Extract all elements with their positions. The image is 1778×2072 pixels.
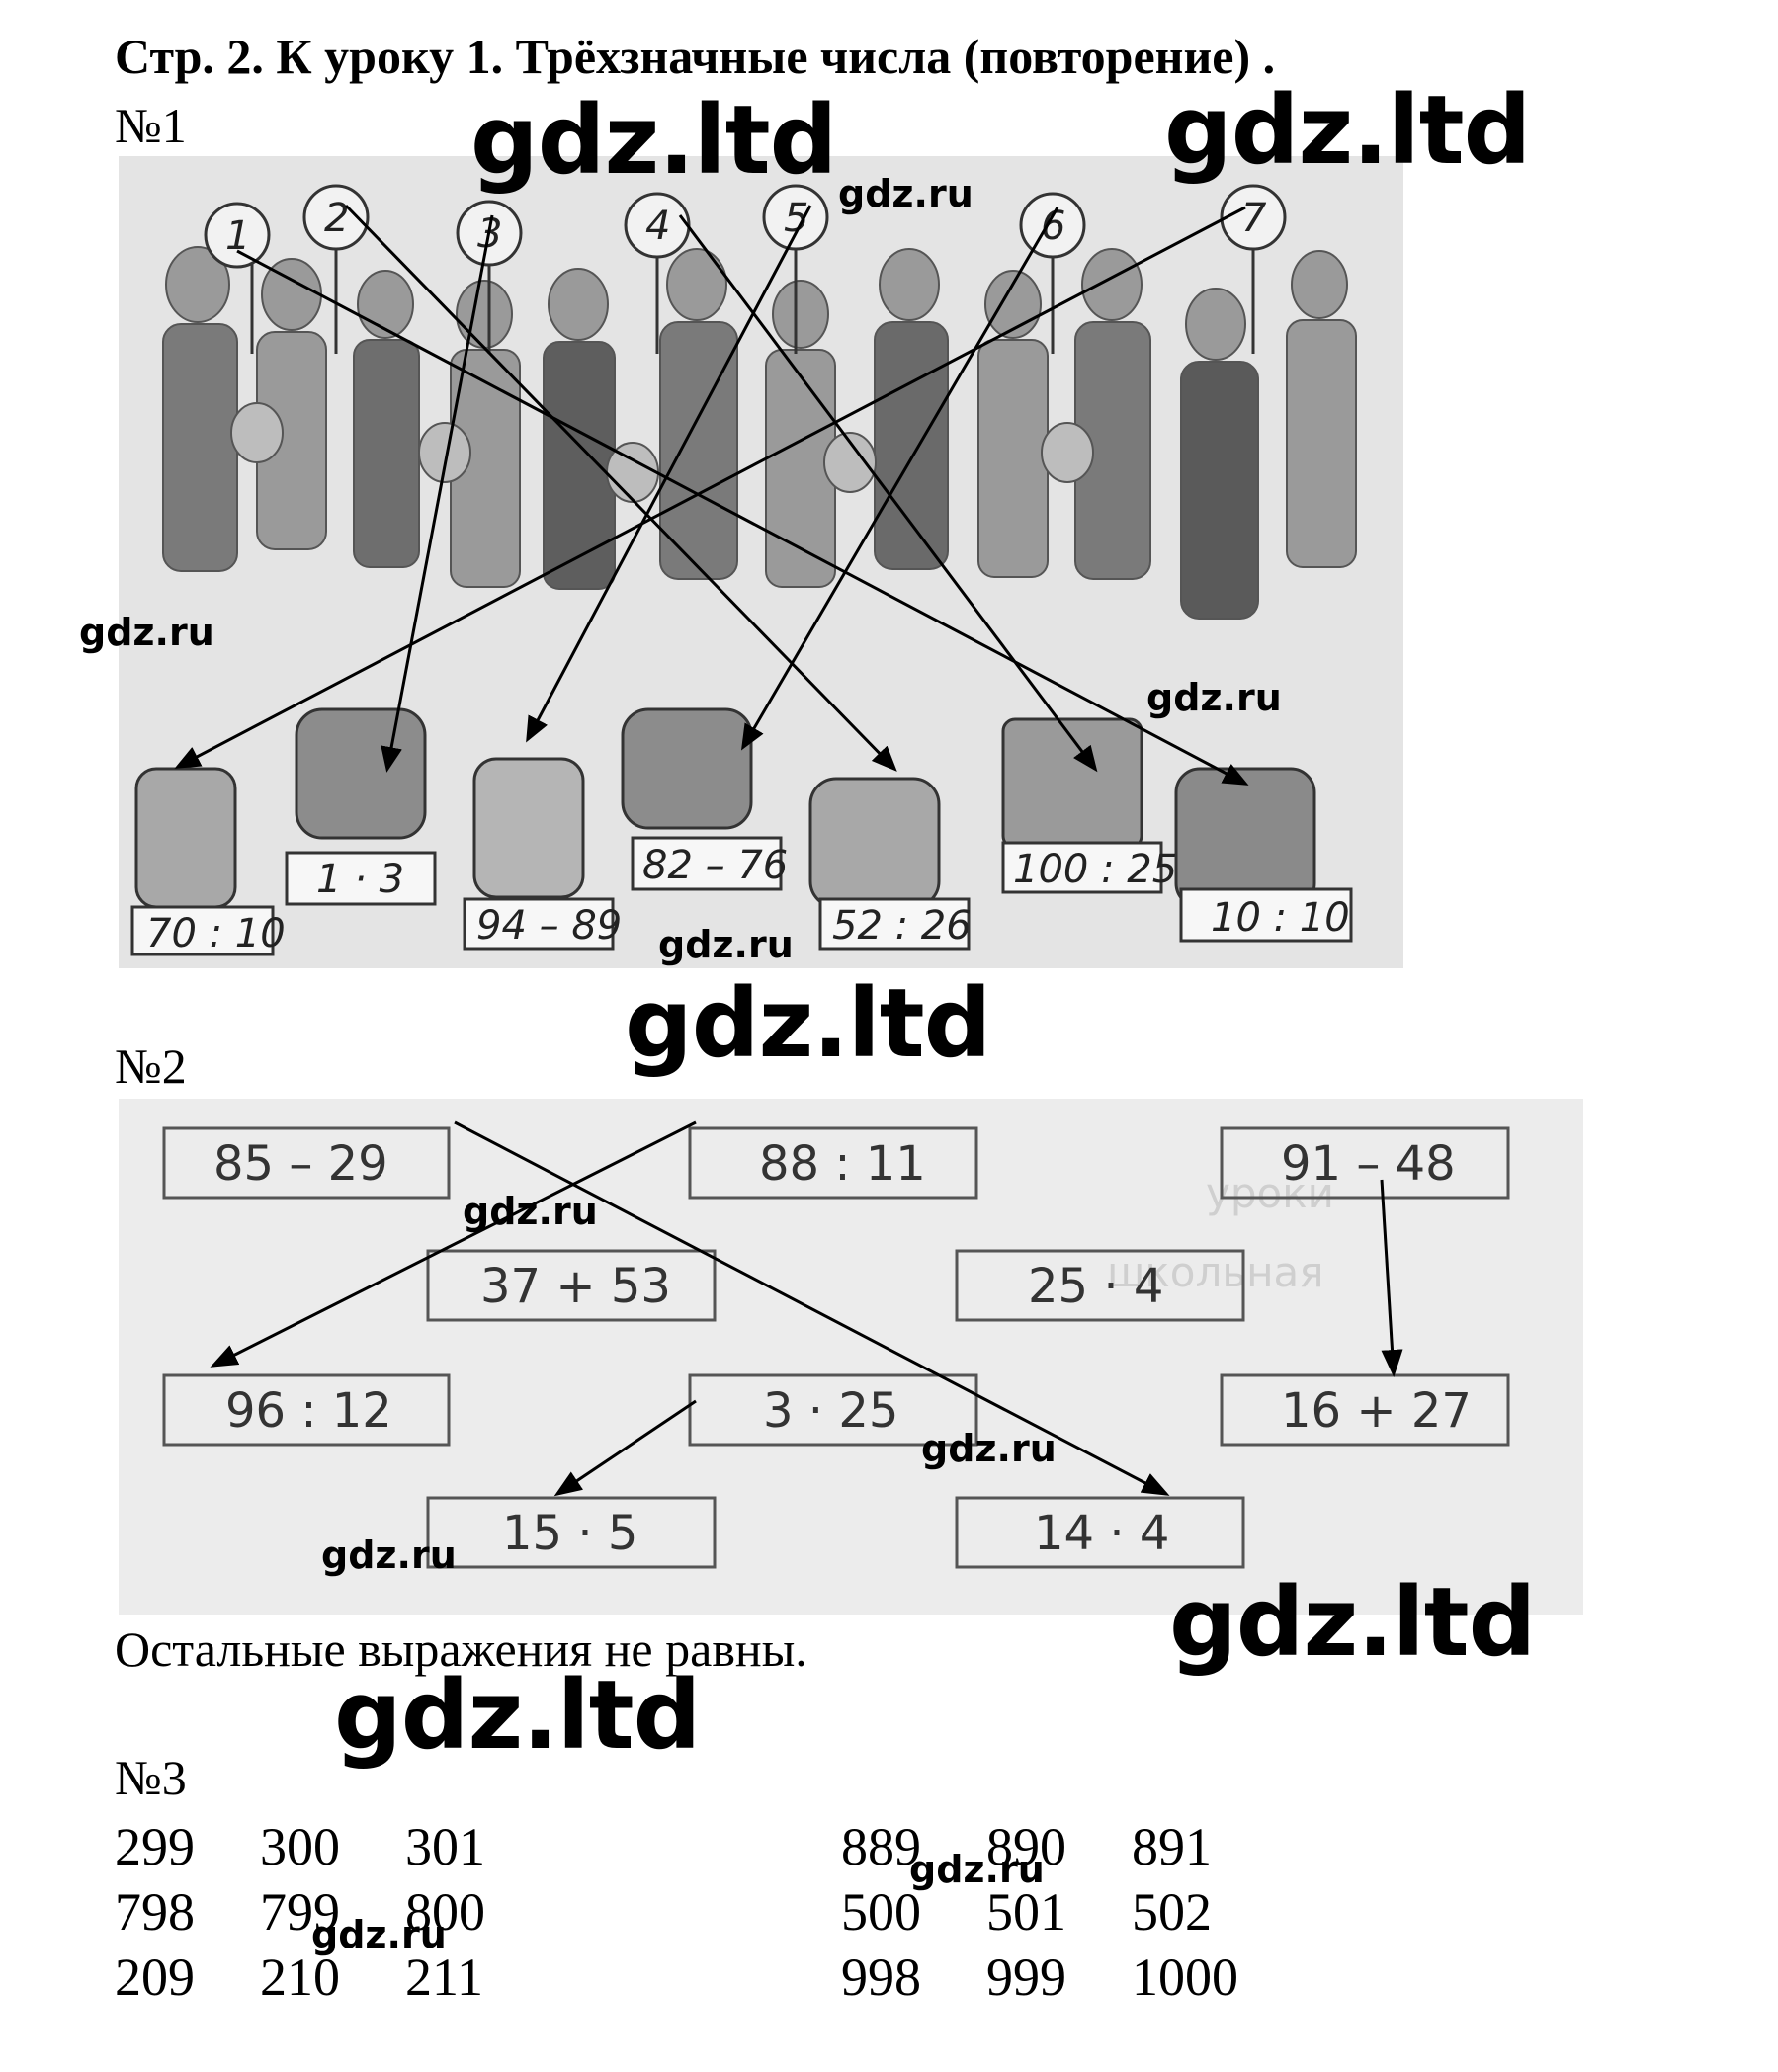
number-cell: 501 bbox=[986, 1882, 1066, 1942]
task3-left-row-3: 209 210 211 bbox=[115, 1947, 550, 2008]
task2-expression-panel: уроки школьная 85 – 29 88 : 11 91 – 48 3… bbox=[119, 1099, 1583, 1615]
arrow-4-to-100-25 bbox=[678, 214, 1098, 773]
arrow-3-to-1-3 bbox=[381, 214, 494, 773]
number-cell: 889 bbox=[841, 1817, 921, 1876]
number-cell: 890 bbox=[986, 1817, 1066, 1876]
arrow-3-25-to-15-5 bbox=[553, 1399, 697, 1497]
page-title: Стр. 2. К уроку 1. Трёхзначные числа (по… bbox=[115, 29, 1276, 84]
number-cell: 209 bbox=[115, 1948, 195, 2007]
watermark-small: gdz.ru bbox=[921, 1427, 1057, 1470]
expr-96-12: 96 : 12 bbox=[225, 1383, 392, 1439]
bag-label-4: 82 – 76 bbox=[642, 843, 788, 888]
expr-25-4: 25 · 4 bbox=[1028, 1259, 1163, 1314]
box-14-4 bbox=[955, 1496, 1245, 1569]
bag-label-5: 52 : 26 bbox=[832, 903, 972, 949]
balloon-label-7: 7 bbox=[1241, 196, 1267, 241]
watermark-small: gdz.ru bbox=[79, 611, 214, 654]
arrow-7-to-70-10 bbox=[174, 206, 1246, 769]
box-37-53 bbox=[426, 1249, 717, 1322]
arrow-6-to-82-76 bbox=[740, 207, 1059, 751]
svg-text:школьная: школьная bbox=[1107, 1248, 1324, 1296]
task3-left-row-2: 798 799 800 bbox=[115, 1881, 550, 1943]
box-96-12 bbox=[162, 1373, 451, 1447]
box-3-25 bbox=[688, 1373, 978, 1447]
expr-37-53: 37 + 53 bbox=[480, 1259, 671, 1314]
watermark-small: gdz.ru bbox=[311, 1913, 447, 1956]
bag-label-2: 1 · 3 bbox=[316, 857, 404, 902]
crowd-illustration bbox=[162, 246, 1357, 620]
expression-boxes bbox=[162, 1126, 1510, 1569]
task1-drawing: 1 2 3 4 5 6 7 70 : 1 bbox=[119, 156, 1403, 968]
number-cell: 211 bbox=[405, 1948, 483, 2007]
expr-88-11: 88 : 11 bbox=[759, 1136, 926, 1192]
task2-note: Остальные выражения не равны. bbox=[115, 1621, 807, 1677]
number-cell: 999 bbox=[986, 1948, 1066, 2007]
arrow-1-to-10-10 bbox=[236, 249, 1249, 786]
watermark-small: gdz.ru bbox=[1146, 676, 1282, 719]
watermark-large: gdz.ltd bbox=[470, 85, 837, 196]
number-cell: 798 bbox=[115, 1882, 195, 1942]
number-cell: 210 bbox=[260, 1948, 340, 2007]
watermark-small: gdz.ru bbox=[658, 923, 794, 966]
number-cell: 500 bbox=[841, 1882, 921, 1942]
number-cell: 300 bbox=[260, 1817, 340, 1876]
task3-right-row-2: 500 501 502 bbox=[841, 1881, 1277, 1943]
watermark-large: gdz.ltd bbox=[625, 968, 991, 1079]
number-cell: 502 bbox=[1132, 1882, 1212, 1942]
balloon-label-6: 6 bbox=[1041, 204, 1065, 249]
number-cell: 800 bbox=[405, 1882, 485, 1942]
task2-label: №2 bbox=[115, 1038, 187, 1094]
equality-arrows bbox=[210, 1120, 1403, 1497]
number-cell: 799 bbox=[260, 1882, 340, 1942]
watermark-small: gdz.ru bbox=[321, 1533, 457, 1577]
bag-tag-labels: 70 : 10 1 · 3 94 – 89 82 – 76 52 : 26 10… bbox=[146, 843, 1350, 956]
watermark-large: gdz.ltd bbox=[1169, 1567, 1536, 1678]
expr-16-27: 16 + 27 bbox=[1281, 1383, 1472, 1439]
number-cell: 891 bbox=[1132, 1817, 1212, 1876]
bag-label-1: 70 : 10 bbox=[146, 911, 286, 956]
matching-arrows bbox=[174, 204, 1249, 786]
box-85-29 bbox=[162, 1126, 451, 1200]
arrow-91-48-to-16-27 bbox=[1380, 1179, 1403, 1377]
expr-14-4: 14 · 4 bbox=[1034, 1506, 1169, 1561]
number-cell: 1000 bbox=[1132, 1948, 1238, 2007]
arrow-88-11-to-96-12 bbox=[210, 1120, 697, 1368]
expression-labels: 85 – 29 88 : 11 91 – 48 37 + 53 25 · 4 9… bbox=[213, 1136, 1472, 1561]
balloons bbox=[204, 184, 1287, 354]
task3-right-row-3: 998 999 1000 bbox=[841, 1947, 1277, 2008]
backpacks bbox=[134, 707, 1316, 909]
watermark-small: gdz.ru bbox=[909, 1848, 1045, 1891]
balloon-label-2: 2 bbox=[324, 196, 349, 241]
number-cell: 299 bbox=[115, 1817, 195, 1876]
bag-tags bbox=[130, 836, 1353, 956]
bag-label-6: 100 : 25 bbox=[1013, 847, 1177, 892]
expr-3-25: 3 · 25 bbox=[763, 1383, 898, 1439]
task3-right-row-1: 889 890 891 bbox=[841, 1816, 1277, 1877]
bag-label-7: 10 : 10 bbox=[1211, 895, 1350, 941]
watermark-small: gdz.ru bbox=[463, 1190, 598, 1233]
task2-drawing: уроки школьная 85 – 29 88 : 11 91 – 48 3… bbox=[162, 1120, 1510, 1569]
expr-85-29: 85 – 29 bbox=[213, 1136, 388, 1192]
watermark-small: gdz.ru bbox=[838, 172, 974, 215]
box-88-11 bbox=[688, 1126, 978, 1200]
task3-left-row-1: 299 300 301 bbox=[115, 1816, 550, 1877]
box-91-48 bbox=[1220, 1126, 1510, 1200]
watermark-large: gdz.ltd bbox=[1164, 75, 1531, 186]
balloon-label-4: 4 bbox=[645, 204, 670, 249]
task1-label: №1 bbox=[115, 98, 187, 153]
expr-15-5: 15 · 5 bbox=[502, 1506, 637, 1561]
number-cell: 301 bbox=[405, 1817, 485, 1876]
bag-label-3: 94 – 89 bbox=[476, 903, 622, 949]
arrow-5-to-94-89 bbox=[526, 205, 812, 743]
number-cell: 998 bbox=[841, 1948, 921, 2007]
arrow-2-to-52-26 bbox=[344, 204, 897, 772]
task1-illustration: 1 2 3 4 5 6 7 70 : 1 bbox=[119, 156, 1403, 968]
task3-label: №3 bbox=[115, 1750, 187, 1805]
expr-91-48: 91 – 48 bbox=[1281, 1136, 1456, 1192]
svg-text:уроки: уроки bbox=[1206, 1169, 1334, 1217]
box-25-4 bbox=[955, 1249, 1245, 1322]
box-15-5 bbox=[426, 1496, 717, 1569]
watermark-large: gdz.ltd bbox=[334, 1660, 701, 1771]
box-16-27 bbox=[1220, 1373, 1510, 1447]
